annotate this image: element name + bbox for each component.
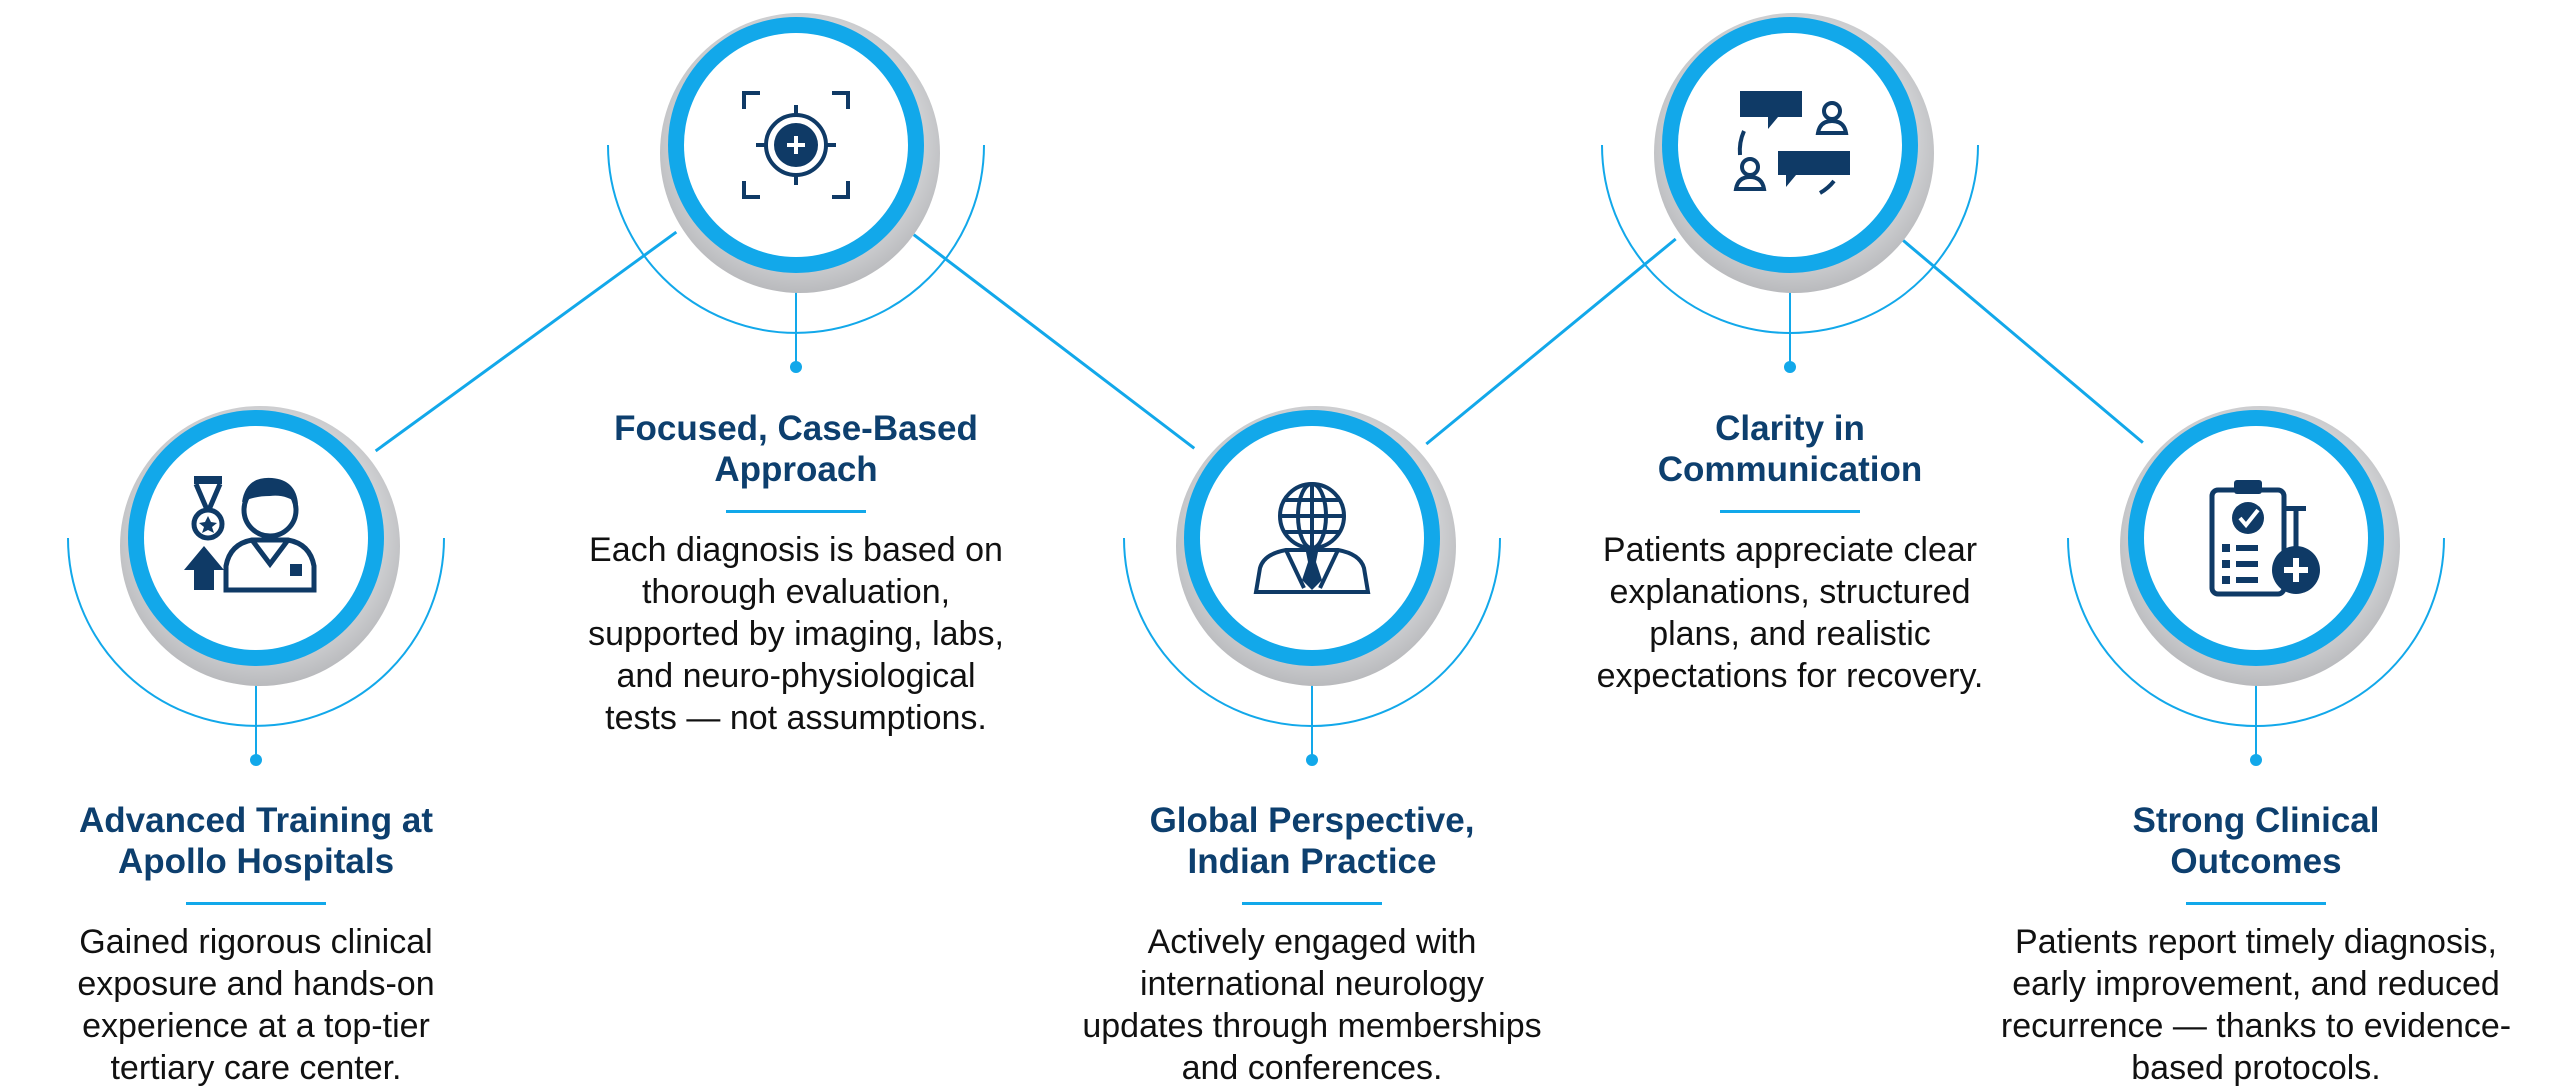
title-underline	[2186, 902, 2326, 905]
node-training	[67, 406, 445, 766]
conversation-icon	[1733, 91, 1850, 195]
node-title: Strong Clinical Outcomes	[2132, 801, 2380, 881]
title-underline	[1242, 902, 1382, 905]
node-description: Actively engaged with international neur…	[1082, 923, 1542, 1087]
connector-line	[912, 233, 1196, 450]
stem-dot	[790, 361, 802, 373]
stem-dot	[2250, 754, 2262, 766]
node-description: Patients report timely diagnosis, early …	[2000, 923, 2512, 1087]
connector-line	[1902, 239, 2144, 444]
node-title: Advanced Training at Apollo Hospitals	[79, 801, 433, 881]
node-title: Global Perspective, Indian Practice	[1149, 801, 1475, 881]
globe-person-icon	[1253, 482, 1371, 594]
node-description: Gained rigorous clinical exposure and ha…	[77, 923, 435, 1087]
stem-dot	[1306, 754, 1318, 766]
node-description: Patients appreciate clear explanations, …	[1596, 531, 1984, 695]
stem-dot	[250, 754, 262, 766]
node-approach	[607, 13, 985, 373]
connector-lines	[374, 230, 2144, 453]
connector-line	[374, 230, 678, 453]
node-outcomes	[2067, 406, 2445, 766]
title-underline	[1720, 510, 1860, 513]
node-perspective	[1123, 406, 1501, 766]
clipboard-check-icon	[2209, 480, 2320, 597]
node-communication	[1601, 13, 1979, 373]
target-focus-icon	[742, 91, 850, 199]
connector-line	[1425, 237, 1677, 446]
node-title: Clarity in Communication	[1657, 409, 1923, 489]
title-underline	[186, 902, 326, 905]
node-description: Each diagnosis is based on thorough eval…	[588, 531, 1004, 737]
circle-inner	[1678, 33, 1902, 257]
stem-dot	[1784, 361, 1796, 373]
node-title: Focused, Case-Based Approach	[614, 409, 978, 489]
medal-doctor-icon	[184, 476, 317, 593]
title-underline	[726, 510, 866, 513]
